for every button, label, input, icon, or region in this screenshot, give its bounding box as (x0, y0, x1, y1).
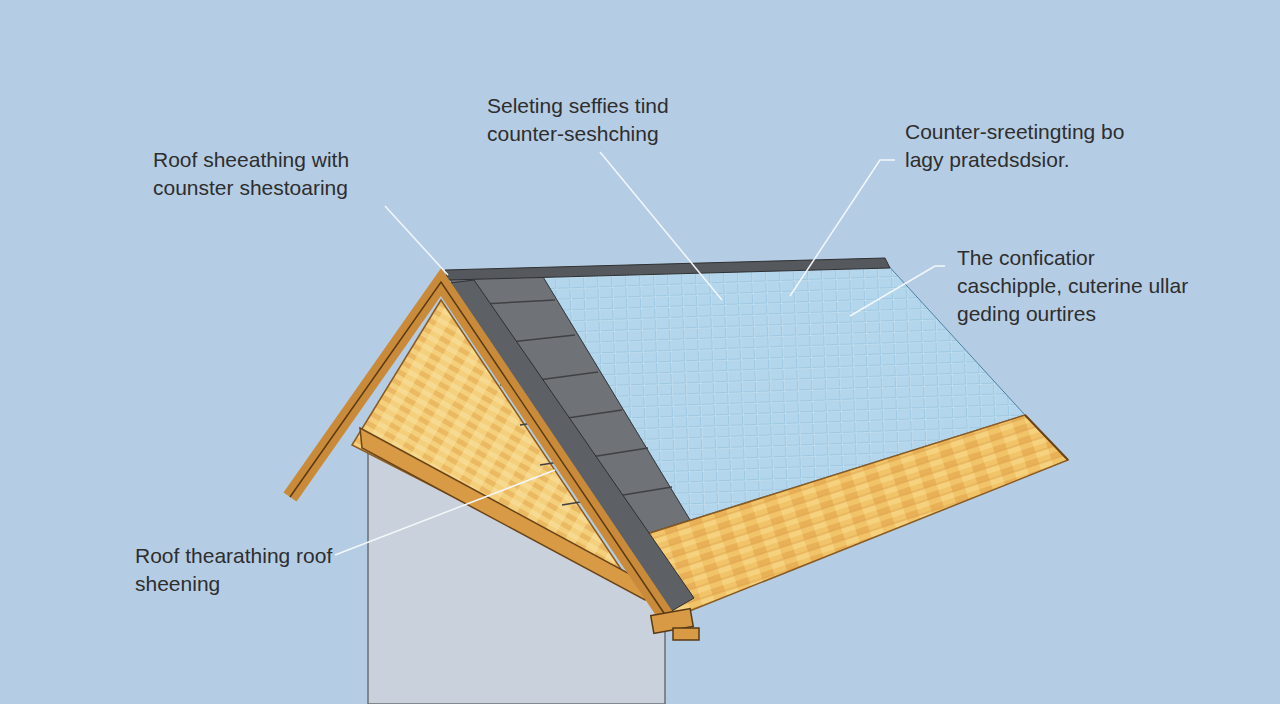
rake-shingles (450, 280, 694, 612)
eave-block (673, 628, 699, 640)
leader-lines (335, 152, 945, 555)
gable-frame-edge (290, 282, 670, 622)
gable-frame (290, 282, 670, 622)
callout-label: Roof sheeathing with counster shestoarin… (153, 146, 428, 202)
leader-line (600, 152, 722, 300)
callout-label: Roof thearathing roof sheening (135, 542, 340, 598)
leader-line (385, 206, 448, 275)
callout-label: Seleting seffies tind counter-seshching (487, 92, 732, 148)
callout-label: The conficatior caschipple, cuterine ull… (957, 244, 1202, 328)
leader-line (335, 470, 555, 555)
leader-line (790, 160, 895, 296)
leader-line (850, 266, 945, 316)
ridge-cap (445, 258, 890, 280)
rake-edge (1025, 415, 1068, 460)
callout-label: Counter-sreetingting bo lagy pratedsdsio… (905, 118, 1155, 174)
